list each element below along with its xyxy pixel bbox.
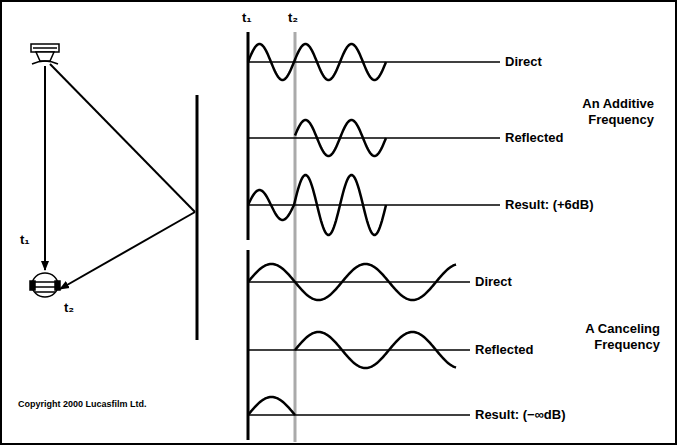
reflected-wave xyxy=(295,332,456,368)
baseline xyxy=(248,204,500,206)
time-label: t₂ xyxy=(288,10,298,26)
baseline xyxy=(248,61,500,63)
reflected-wave xyxy=(295,120,386,156)
time-axis xyxy=(247,32,250,240)
time-label: t₂ xyxy=(64,300,74,316)
wave-label: Result: (−∞dB) xyxy=(475,407,566,423)
baseline xyxy=(248,137,500,139)
reflected-path xyxy=(50,64,195,212)
time-label: t₁ xyxy=(20,232,30,248)
wave-label: Direct xyxy=(505,54,542,70)
wave-label: Direct xyxy=(475,274,512,290)
speaker-icon xyxy=(31,44,59,64)
section-title: An Additive Frequency xyxy=(550,96,654,128)
wave-label: Reflected xyxy=(475,342,534,358)
listener-head xyxy=(30,273,60,297)
wall xyxy=(196,95,199,340)
reflected-path xyxy=(60,212,195,289)
copyright-note: Copyright 2000 Lucasfilm Ltd. xyxy=(18,399,147,410)
baseline xyxy=(248,414,470,416)
time-label: t₁ xyxy=(242,10,252,26)
result-wave xyxy=(248,397,295,415)
result-wave xyxy=(248,175,386,235)
direct-path xyxy=(44,66,46,270)
direct-wave xyxy=(248,264,456,300)
section-title: A Canceling Frequency xyxy=(556,321,660,353)
wave-label: Result: (+6dB) xyxy=(505,197,593,213)
direct-wave xyxy=(248,44,386,80)
time-marker xyxy=(294,32,297,442)
time-axis xyxy=(247,250,250,440)
wave-label: Reflected xyxy=(505,130,564,146)
